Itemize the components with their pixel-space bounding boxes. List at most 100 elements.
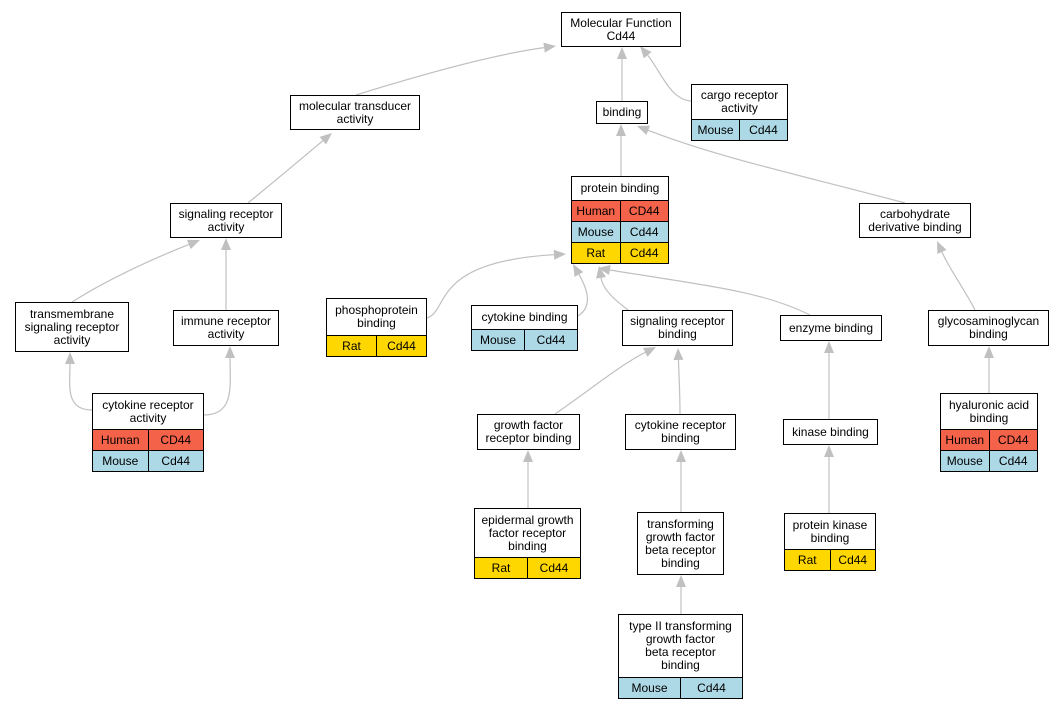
arrowhead-pkb-to-kb [824, 445, 834, 457]
species-cell: Rat [586, 246, 606, 260]
arrowhead-ppb-to-pb [553, 249, 566, 260]
node-tsra: transmembrane signaling receptor activit… [15, 302, 129, 352]
node-label: binding [602, 105, 642, 119]
gene-cell: CD44 [619, 201, 669, 221]
species-gene-row: Mouse Cd44 [93, 450, 203, 471]
node-sra: signaling receptor activity [170, 203, 282, 238]
species-gene-row: Rat Cd44 [327, 335, 426, 356]
arrowhead-crb-to-srb [673, 348, 684, 361]
gene-cell: Cd44 [829, 550, 876, 570]
species-cell: Mouse [577, 225, 614, 239]
species-gene-row: Mouse Cd44 [472, 329, 577, 350]
node-gagb: glycosaminoglycan binding [928, 310, 1049, 346]
arrowhead-srb-to-pb [596, 266, 606, 279]
arrowhead-kb-to-eb [824, 341, 834, 353]
species-cell: Human [100, 433, 140, 447]
node-kb: kinase binding [783, 419, 878, 445]
arrowhead-pb-to-binding [616, 124, 626, 136]
edge-crb-to-srb [677, 359, 681, 415]
species-cell: Rat [797, 553, 817, 567]
arrowhead-tgfbrb-to-crb [676, 450, 686, 462]
species-cell: Human [945, 433, 985, 447]
arrowhead-binding-to-mf [617, 47, 627, 59]
node-label: epidermal growth factor receptor binding [481, 512, 574, 553]
arrowhead-ira-to-sra [221, 238, 231, 250]
gene-cell: Cd44 [619, 243, 669, 263]
edge-ppb-to-pb [426, 254, 555, 319]
edge-cyb-to-pb [577, 274, 588, 317]
gene-cell: Cd44 [147, 451, 204, 471]
species-gene-row: Mouse Cd44 [941, 450, 1037, 471]
node-label: cargo receptor activity [700, 88, 779, 115]
node-gfrb: growth factor receptor binding [477, 414, 580, 450]
arrowhead-egfrb-to-gfrb [523, 450, 533, 462]
arrowhead-cra-to-ira [225, 346, 235, 358]
gene-cell: Cd44 [524, 330, 577, 350]
arrowhead-gfrb-to-srb [643, 347, 656, 357]
node-label: cytokine receptor binding [634, 418, 727, 445]
node-label: cytokine receptor activity [102, 397, 194, 425]
species-gene-row: Rat Cd44 [572, 242, 668, 263]
node-label: cytokine binding [481, 310, 568, 324]
edge-cargo-to-mf [647, 54, 692, 102]
node-srb: signaling receptor binding [622, 310, 733, 346]
gene-cell: Cd44 [680, 678, 742, 698]
node-label: kinase binding [792, 424, 869, 439]
arrowhead-cyb-to-pb [573, 264, 584, 277]
arrowhead-cdb-to-binding [637, 125, 650, 135]
node-label: transmembrane signaling receptor activit… [24, 306, 120, 347]
species-cell: Mouse [697, 123, 734, 137]
species-cell: Mouse [102, 454, 139, 468]
edge-gagb-to-cdb [941, 251, 976, 311]
species-cell: Rat [342, 339, 361, 353]
node-crb: cytokine receptor binding [625, 414, 736, 450]
gene-cell: Cd44 [376, 336, 426, 356]
arrowhead-t2tgfbrb-to-tgfbrb [676, 575, 686, 587]
node-label: molecular transducer activity [298, 98, 412, 126]
species-gene-row: Mouse Cd44 [619, 677, 742, 698]
arrowhead-tsra-to-sra [187, 239, 200, 250]
node-label: type II transforming growth factor beta … [629, 619, 732, 672]
species-cell: Mouse [946, 454, 983, 468]
species-cell: Mouse [479, 333, 517, 347]
node-eb: enzyme binding [780, 315, 882, 341]
node-t2tgfbrb: type II transforming growth factor beta … [618, 614, 743, 699]
arrowhead-cargo-to-mf [640, 46, 652, 59]
gene-cell: CD44 [147, 430, 204, 450]
gene-cell: Cd44 [988, 451, 1038, 471]
arrowhead-eb-to-pb [598, 265, 611, 275]
arrowhead-sra-to-mta [319, 133, 332, 145]
species-cell: Mouse [631, 681, 668, 695]
node-label: hyaluronic acid binding [948, 397, 1030, 425]
edge-srb-to-pb [600, 277, 629, 311]
node-label: transforming growth factor beta receptor… [645, 516, 716, 570]
node-label: growth factor receptor binding [485, 418, 572, 445]
species-gene-row: Rat Cd44 [785, 549, 875, 570]
node-label: glycosaminoglycan binding [937, 314, 1040, 341]
edge-cra-to-ira [203, 357, 231, 416]
node-ira: immune receptor activity [173, 310, 279, 346]
node-cdb: carbohydrate derivative binding [859, 203, 971, 238]
gene-cell: CD44 [988, 430, 1038, 450]
edge-sra-to-mta [247, 140, 324, 204]
node-label: protein binding [580, 181, 660, 195]
arrowhead-gagb-to-cdb [937, 241, 947, 254]
edge-tsra-to-sra [71, 243, 190, 303]
node-mf: Molecular Function Cd44 [561, 12, 681, 47]
arrowhead-cra-to-tsra [65, 352, 75, 364]
edge-cdb-to-binding [647, 129, 906, 204]
species-cell: Rat [491, 561, 511, 575]
node-label: immune receptor activity [180, 314, 272, 341]
